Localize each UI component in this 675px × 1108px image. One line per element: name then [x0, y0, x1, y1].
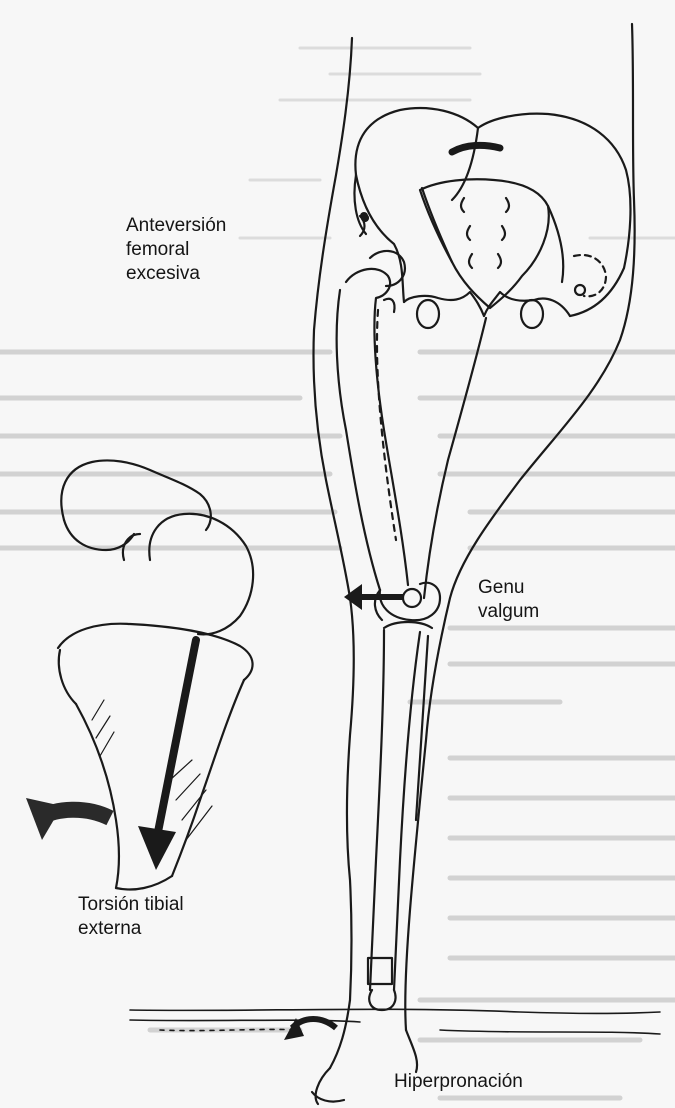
obturator-foramen-left [417, 300, 439, 328]
label-anteversion: Anteversión femoral excesiva [126, 214, 226, 286]
patella [403, 589, 421, 607]
obturator-foramen-right [521, 300, 543, 328]
pelvis [354, 108, 630, 328]
inner-thigh-line [424, 318, 486, 598]
femur [337, 269, 408, 590]
hyperpronation-arrow [284, 1018, 336, 1040]
ground-line [130, 1009, 660, 1034]
label-genu-valgum: Genu valgum [478, 576, 539, 624]
hip-marker [360, 212, 368, 220]
sacrum [420, 179, 549, 308]
label-torsion-tibial: Torsión tibial externa [78, 893, 184, 941]
leg-outline-left [314, 38, 354, 1068]
bleed-through-text [0, 352, 675, 1098]
rotation-arrow [26, 798, 110, 840]
label-hyperpronation: Hiperpronación [394, 1070, 523, 1094]
knee-joint [375, 583, 440, 628]
